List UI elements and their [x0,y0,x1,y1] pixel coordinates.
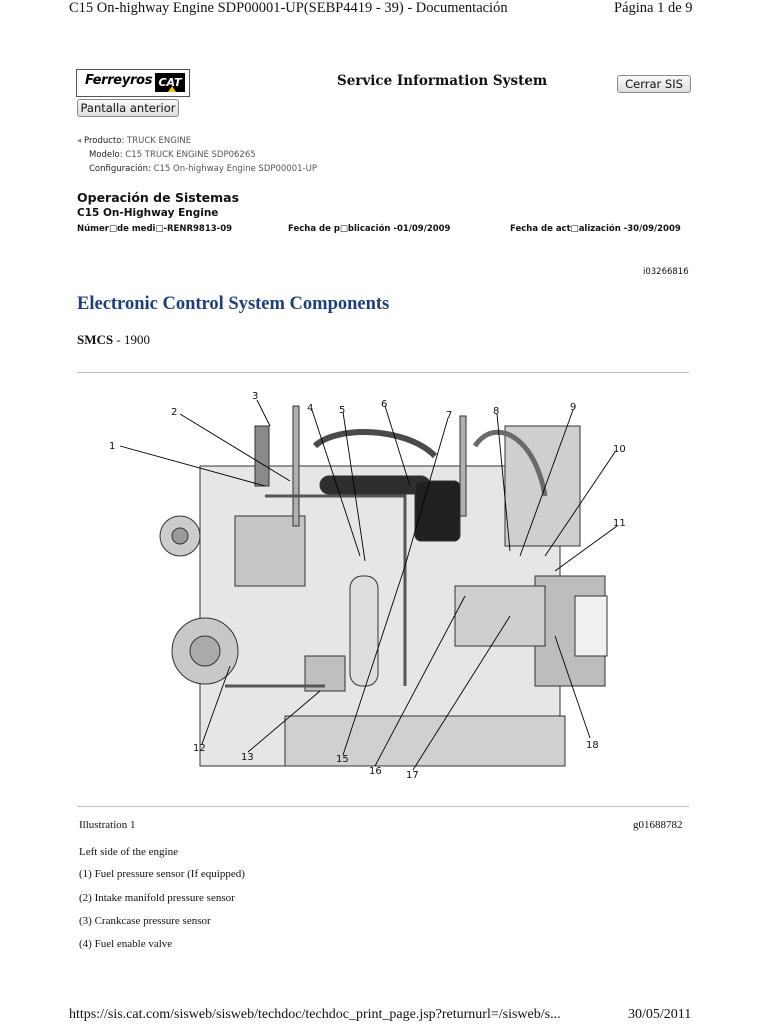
divider-top [77,372,689,373]
illustration-caption: Left side of the engine [79,846,178,858]
document-heading: Operación de Sistemas [77,190,240,205]
article-title: Electronic Control System Components [77,294,390,314]
engine-illustration: 1 2 3 4 5 6 7 8 9 10 11 12 13 15 16 17 1… [109,391,626,781]
callout-leaders [119,399,618,771]
callout-5: 5 [339,405,345,416]
configuration-label: Configuración: [89,164,151,174]
legend-item: (2) Intake manifold pressure sensor [79,892,235,904]
engine-drawing [159,405,608,767]
print-footer-date: 30/05/2011 [628,1007,692,1022]
document-id: i03266816 [643,267,689,277]
callout-10: 10 [613,444,626,455]
publication-date: Fecha de p□blicación -01/09/2009 [288,224,451,234]
callout-9: 9 [570,402,576,413]
divider-bottom [77,806,689,807]
legend-item: (1) Fuel pressure sensor (If equipped) [79,868,245,880]
callout-16: 16 [369,766,382,777]
callout-17: 17 [406,770,419,781]
previous-screen-button[interactable]: Pantalla anterior [77,99,179,117]
illustration-code: g01688782 [633,819,683,831]
smcs-code: SMCS - 1900 [77,332,150,348]
callout-13: 13 [241,752,254,763]
callout-3: 3 [252,391,258,402]
update-date: Fecha de act□alización -30/09/2009 [510,224,681,234]
print-header-title: C15 On-highway Engine SDP00001-UP(SEBP44… [69,0,508,16]
callout-18: 18 [586,740,599,751]
model-label: Modelo: [89,150,123,160]
back-arrow-icon[interactable]: ◂ [77,136,82,146]
callout-1: 1 [109,441,115,452]
legend-item: (4) Fuel enable valve [79,938,173,950]
cat-logo-badge: CAT [155,73,185,92]
configuration-value: C15 On-highway Engine SDP00001-UP [153,164,317,174]
legend-item: (3) Crankcase pressure sensor [79,915,211,927]
ferreyros-cat-logo: Ferreyros CAT [76,69,190,97]
print-footer-url: https://sis.cat.com/sisweb/sisweb/techdo… [69,1007,561,1022]
callout-6: 6 [381,399,387,410]
callout-7: 7 [446,410,452,421]
callout-11: 11 [613,518,626,529]
meta-product: ◂ Producto: TRUCK ENGINE [77,136,191,146]
callout-15: 15 [336,754,349,765]
logo-wordmark: Ferreyros [85,73,153,88]
illustration-label: Illustration 1 [79,819,136,831]
product-value: TRUCK ENGINE [127,136,192,146]
sis-title: Service Information System [337,73,548,89]
product-label: Producto: [83,136,125,146]
callout-2: 2 [171,407,177,418]
smcs-value: - 1900 [113,332,150,347]
meta-model: Modelo: C15 TRUCK ENGINE SDP06265 [89,150,256,160]
close-sis-button[interactable]: Cerrar SIS [617,75,691,93]
print-header-page-number: Página 1 de 9 [614,0,693,16]
smcs-label: SMCS [77,332,114,347]
callout-8: 8 [493,406,499,417]
media-number: Númer□de medi□-RENR9813-09 [77,224,233,234]
callout-4: 4 [307,403,313,414]
model-value: C15 TRUCK ENGINE SDP06265 [125,150,256,160]
document-engine: C15 On-Highway Engine [77,207,219,219]
callout-numbers: 1 2 3 4 5 6 7 8 9 10 11 12 13 15 16 17 1… [109,391,626,781]
meta-configuration: Configuración: C15 On-highway Engine SDP… [89,164,317,174]
callout-12: 12 [193,743,206,754]
